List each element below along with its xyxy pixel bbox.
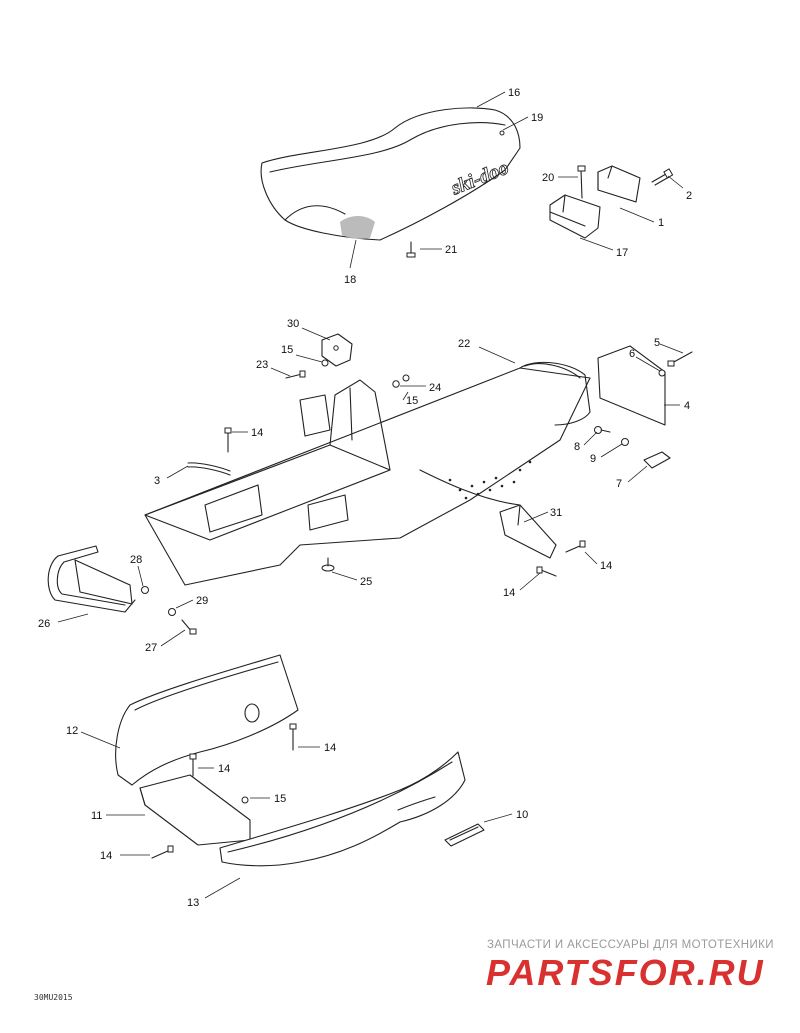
- shield-part-11[interactable]: [139, 774, 251, 846]
- washer-part-6[interactable]: [658, 369, 666, 377]
- callout-24: 24: [429, 382, 441, 394]
- callout-14-panel-mid: 14: [218, 763, 230, 775]
- callout-14-frame-left: 14: [251, 427, 263, 439]
- washer-part-15-upper-right[interactable]: [402, 374, 410, 382]
- callout-15-upper-right: 15: [406, 395, 418, 407]
- bracket-part-31[interactable]: [499, 504, 557, 559]
- bracket-part-17[interactable]: [549, 194, 601, 239]
- callout-25: 25: [360, 576, 372, 588]
- callout-31: 31: [550, 507, 562, 519]
- rivet-part-21[interactable]: [406, 241, 416, 258]
- callout-16: 16: [508, 87, 520, 99]
- screw-part-14-left[interactable]: [224, 427, 232, 453]
- callout-8: 8: [574, 441, 580, 453]
- screw-part-14-right-lower[interactable]: [536, 566, 557, 577]
- callout-12: 12: [66, 725, 78, 737]
- bracket-part-30[interactable]: [321, 333, 353, 367]
- bolt-part-8[interactable]: [594, 426, 611, 434]
- screw-part-23[interactable]: [285, 370, 306, 379]
- screw-part-20[interactable]: [577, 165, 586, 199]
- washer-part-15-upper-left[interactable]: [321, 359, 329, 367]
- callout-21: 21: [445, 244, 457, 256]
- rod-part-3[interactable]: [187, 462, 231, 476]
- callout-28: 28: [130, 554, 142, 566]
- emblem-part-10[interactable]: [444, 823, 485, 847]
- callout-15-upper-left: 15: [281, 344, 293, 356]
- callout-15-lower: 15: [274, 793, 286, 805]
- callout-23: 23: [256, 359, 268, 371]
- washer-part-29[interactable]: [168, 608, 176, 616]
- leader-lines: [57, 91, 684, 899]
- rear-bumper-part-26[interactable]: [47, 545, 136, 613]
- callout-30: 30: [287, 318, 299, 330]
- callout-14-frame-lower: 14: [503, 587, 515, 599]
- callout-2: 2: [686, 190, 692, 202]
- watermark-brand[interactable]: PARTSFOR.RU: [486, 952, 765, 993]
- reflector-part-7[interactable]: [643, 451, 671, 469]
- callout-29: 29: [196, 595, 208, 607]
- callout-27: 27: [145, 642, 157, 654]
- seat-part-16[interactable]: ski-doo: [260, 107, 521, 241]
- screw-part-14-right-upper[interactable]: [565, 540, 586, 553]
- callout-14-shield: 14: [100, 850, 112, 862]
- nut-part-24[interactable]: [392, 380, 400, 388]
- callout-26: 26: [38, 618, 50, 630]
- callout-3: 3: [154, 475, 160, 487]
- callout-14-frame-right: 14: [600, 560, 612, 572]
- callout-5: 5: [654, 337, 660, 349]
- callout-7: 7: [616, 478, 622, 490]
- callout-18: 18: [344, 274, 356, 286]
- bracket-part-1[interactable]: [597, 165, 641, 203]
- screw-part-14-shield[interactable]: [151, 845, 174, 859]
- callout-19: 19: [531, 112, 543, 124]
- screw-part-5[interactable]: [667, 351, 693, 367]
- callout-1: 1: [658, 217, 664, 229]
- callouts: 16 19 20 2 1 17 21 18 30 22 15 23 24 15 …: [38, 87, 692, 909]
- callout-4: 4: [684, 400, 690, 412]
- callout-6: 6: [629, 348, 635, 360]
- callout-13: 13: [187, 897, 199, 909]
- washer-part-15-lower[interactable]: [241, 796, 249, 804]
- nut-part-28[interactable]: [141, 586, 149, 594]
- bolt-part-27[interactable]: [181, 619, 197, 635]
- callout-22: 22: [458, 338, 470, 350]
- callout-11: 11: [91, 810, 102, 822]
- callout-9: 9: [590, 453, 596, 465]
- nut-part-9[interactable]: [621, 438, 629, 446]
- screw-part-14-panel-right[interactable]: [289, 723, 297, 751]
- watermark-tagline: ЗАПЧАСТИ И АКСЕССУАРЫ ДЛЯ МОТОТЕХНИКИ: [487, 939, 774, 951]
- screw-part-2[interactable]: [651, 168, 674, 186]
- screw-part-14-panel-mid[interactable]: [189, 753, 197, 777]
- rear-fascia-part-13[interactable]: [219, 751, 466, 867]
- side-panel-part-12[interactable]: [115, 654, 299, 786]
- callout-14-panel-right: 14: [324, 742, 336, 754]
- flap-part-4[interactable]: [597, 345, 666, 426]
- callout-10: 10: [516, 809, 528, 821]
- drawing-code: 30MU2015: [34, 993, 73, 1002]
- callout-20: 20: [542, 172, 554, 184]
- callout-17: 17: [616, 247, 628, 259]
- frame-part-22[interactable]: [144, 361, 591, 586]
- bumper-pad-part-25[interactable]: [321, 557, 335, 572]
